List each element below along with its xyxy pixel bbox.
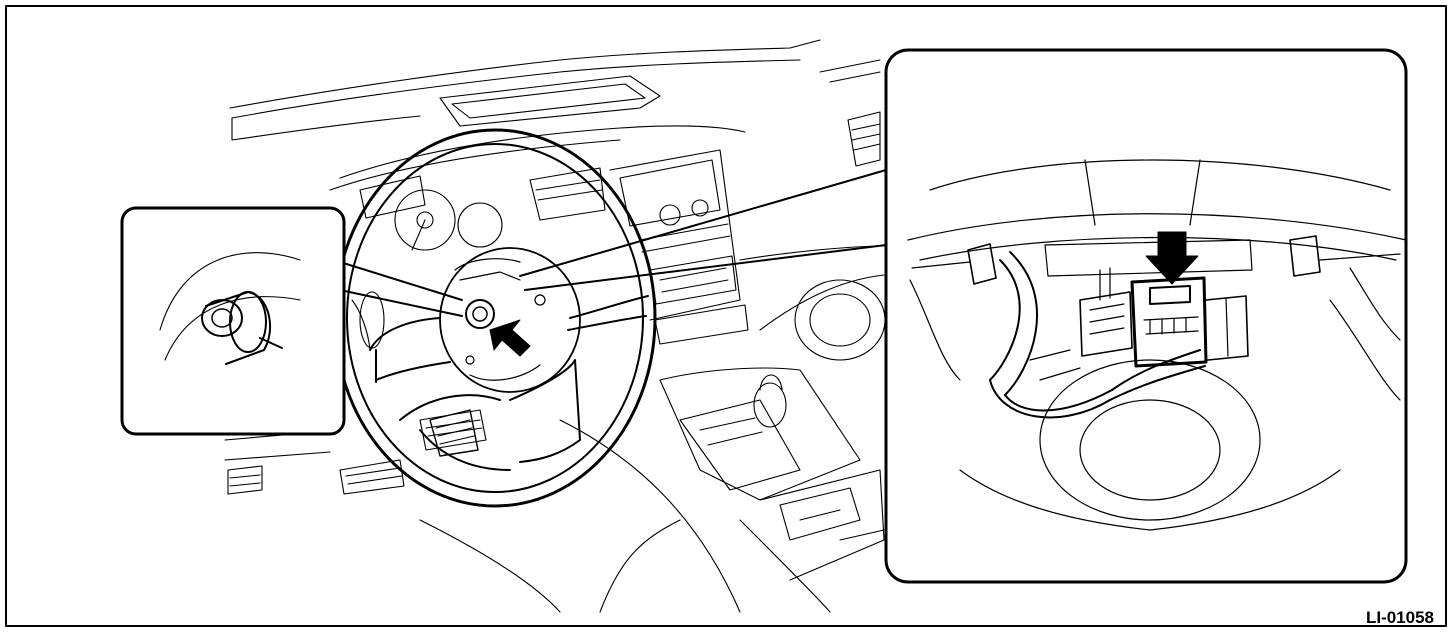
figure-id-label: LI-01058 [1365, 608, 1434, 627]
steering-column-detail [120, 206, 463, 436]
steering-wheel [333, 128, 657, 508]
arrow-on-connector-lock [1145, 231, 1199, 285]
airbag-connector-detail [519, 48, 1408, 584]
dashboard-scene [224, 39, 886, 613]
arrow-on-steering-hub [489, 319, 531, 357]
figure-border [5, 5, 1447, 627]
